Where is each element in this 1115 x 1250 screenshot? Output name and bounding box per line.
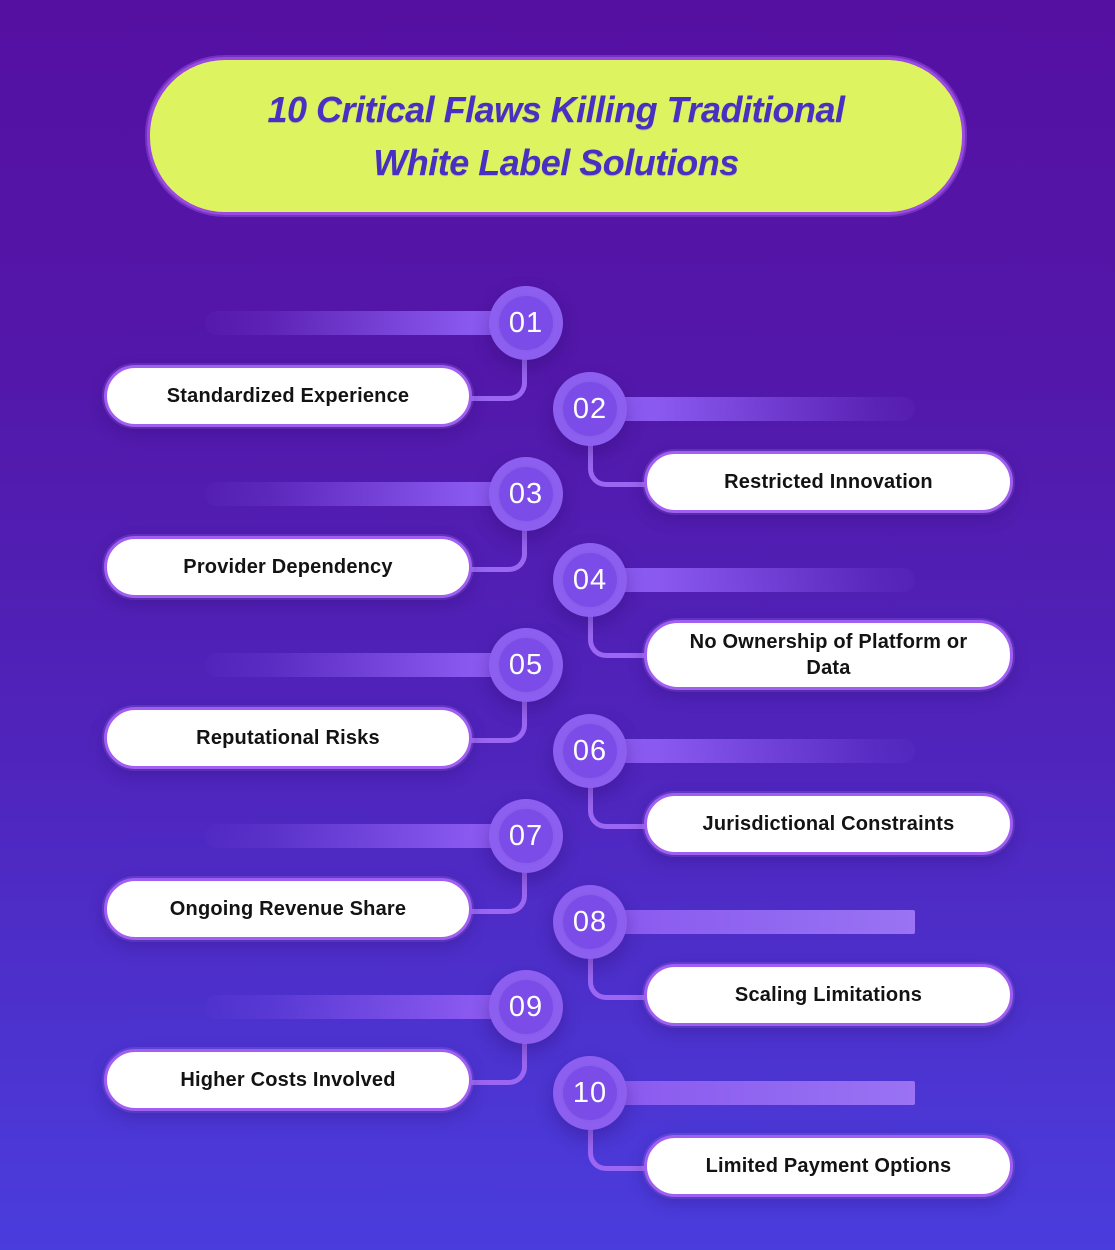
item-bar bbox=[586, 568, 915, 592]
item-number: 08 bbox=[572, 905, 608, 938]
number-circle-inner: 08 bbox=[561, 893, 619, 951]
item-number: 07 bbox=[508, 819, 544, 852]
item-number: 03 bbox=[508, 477, 544, 510]
number-circle-inner: 04 bbox=[561, 551, 619, 609]
item-bar bbox=[586, 910, 915, 934]
item-bar bbox=[586, 397, 915, 421]
item-label-pill: Restricted Innovation bbox=[644, 451, 1013, 513]
number-circle: 05 bbox=[489, 628, 563, 702]
title-line-2: White Label Solutions bbox=[373, 142, 739, 183]
item-number: 09 bbox=[508, 990, 544, 1023]
item-label: No Ownership of Platform or Data bbox=[689, 631, 968, 679]
title-line-1: 10 Critical Flaws Killing Traditional bbox=[267, 89, 845, 130]
item-label: Jurisdictional Constraints bbox=[702, 813, 955, 835]
connector-line bbox=[588, 950, 651, 1000]
item-number: 02 bbox=[572, 392, 608, 425]
item-label: Provider Dependency bbox=[183, 556, 393, 578]
number-circle-inner: 01 bbox=[497, 294, 555, 352]
item-label-pill: Standardized Experience bbox=[104, 365, 472, 427]
item-number: 06 bbox=[572, 734, 608, 767]
item-label: Higher Costs Involved bbox=[180, 1069, 396, 1091]
number-circle: 04 bbox=[553, 543, 627, 617]
connector-line bbox=[468, 864, 527, 914]
number-circle: 06 bbox=[553, 714, 627, 788]
number-circle: 10 bbox=[553, 1056, 627, 1130]
item-bar bbox=[205, 995, 530, 1019]
item-label-pill: Limited Payment Options bbox=[644, 1135, 1013, 1197]
connector-line bbox=[468, 522, 527, 572]
number-circle: 02 bbox=[553, 372, 627, 446]
number-circle-inner: 06 bbox=[561, 722, 619, 780]
item-bar bbox=[205, 824, 530, 848]
connector-line bbox=[588, 1121, 651, 1171]
item-label: Restricted Innovation bbox=[724, 471, 933, 493]
number-circle: 03 bbox=[489, 457, 563, 531]
item-label-pill: No Ownership of Platform or Data bbox=[644, 620, 1013, 690]
title-banner: 10 Critical Flaws Killing Traditional Wh… bbox=[147, 57, 965, 215]
item-label: Standardized Experience bbox=[166, 385, 410, 407]
connector-line bbox=[588, 608, 651, 658]
number-circle: 09 bbox=[489, 970, 563, 1044]
connector-line bbox=[468, 351, 527, 401]
item-number: 05 bbox=[508, 648, 544, 681]
number-circle-inner: 03 bbox=[497, 465, 555, 523]
number-circle: 08 bbox=[553, 885, 627, 959]
item-label: Scaling Limitations bbox=[734, 984, 923, 1006]
number-circle-inner: 09 bbox=[497, 978, 555, 1036]
item-bar bbox=[205, 482, 530, 506]
number-circle-inner: 10 bbox=[561, 1064, 619, 1122]
item-number: 10 bbox=[572, 1076, 608, 1109]
number-circle: 01 bbox=[489, 286, 563, 360]
connector-line bbox=[588, 437, 651, 487]
item-label-pill: Reputational Risks bbox=[104, 707, 472, 769]
connector-line bbox=[468, 1035, 527, 1085]
number-circle-inner: 02 bbox=[561, 380, 619, 438]
item-number: 01 bbox=[508, 306, 544, 339]
connector-line bbox=[468, 693, 527, 743]
item-label-pill: Scaling Limitations bbox=[644, 964, 1013, 1026]
item-bar bbox=[586, 1081, 915, 1105]
item-bar bbox=[586, 739, 915, 763]
item-label-pill: Ongoing Revenue Share bbox=[104, 878, 472, 940]
item-label-pill: Higher Costs Involved bbox=[104, 1049, 472, 1111]
number-circle-inner: 07 bbox=[497, 807, 555, 865]
item-label: Limited Payment Options bbox=[705, 1155, 952, 1177]
item-label-pill: Provider Dependency bbox=[104, 536, 472, 598]
connector-line bbox=[588, 779, 651, 829]
item-label: Reputational Risks bbox=[196, 727, 380, 749]
item-bar bbox=[205, 311, 530, 335]
number-circle-inner: 05 bbox=[497, 636, 555, 694]
item-number: 04 bbox=[572, 563, 608, 596]
item-label-pill: Jurisdictional Constraints bbox=[644, 793, 1013, 855]
item-bar bbox=[205, 653, 530, 677]
item-label: Ongoing Revenue Share bbox=[169, 898, 407, 920]
number-circle: 07 bbox=[489, 799, 563, 873]
